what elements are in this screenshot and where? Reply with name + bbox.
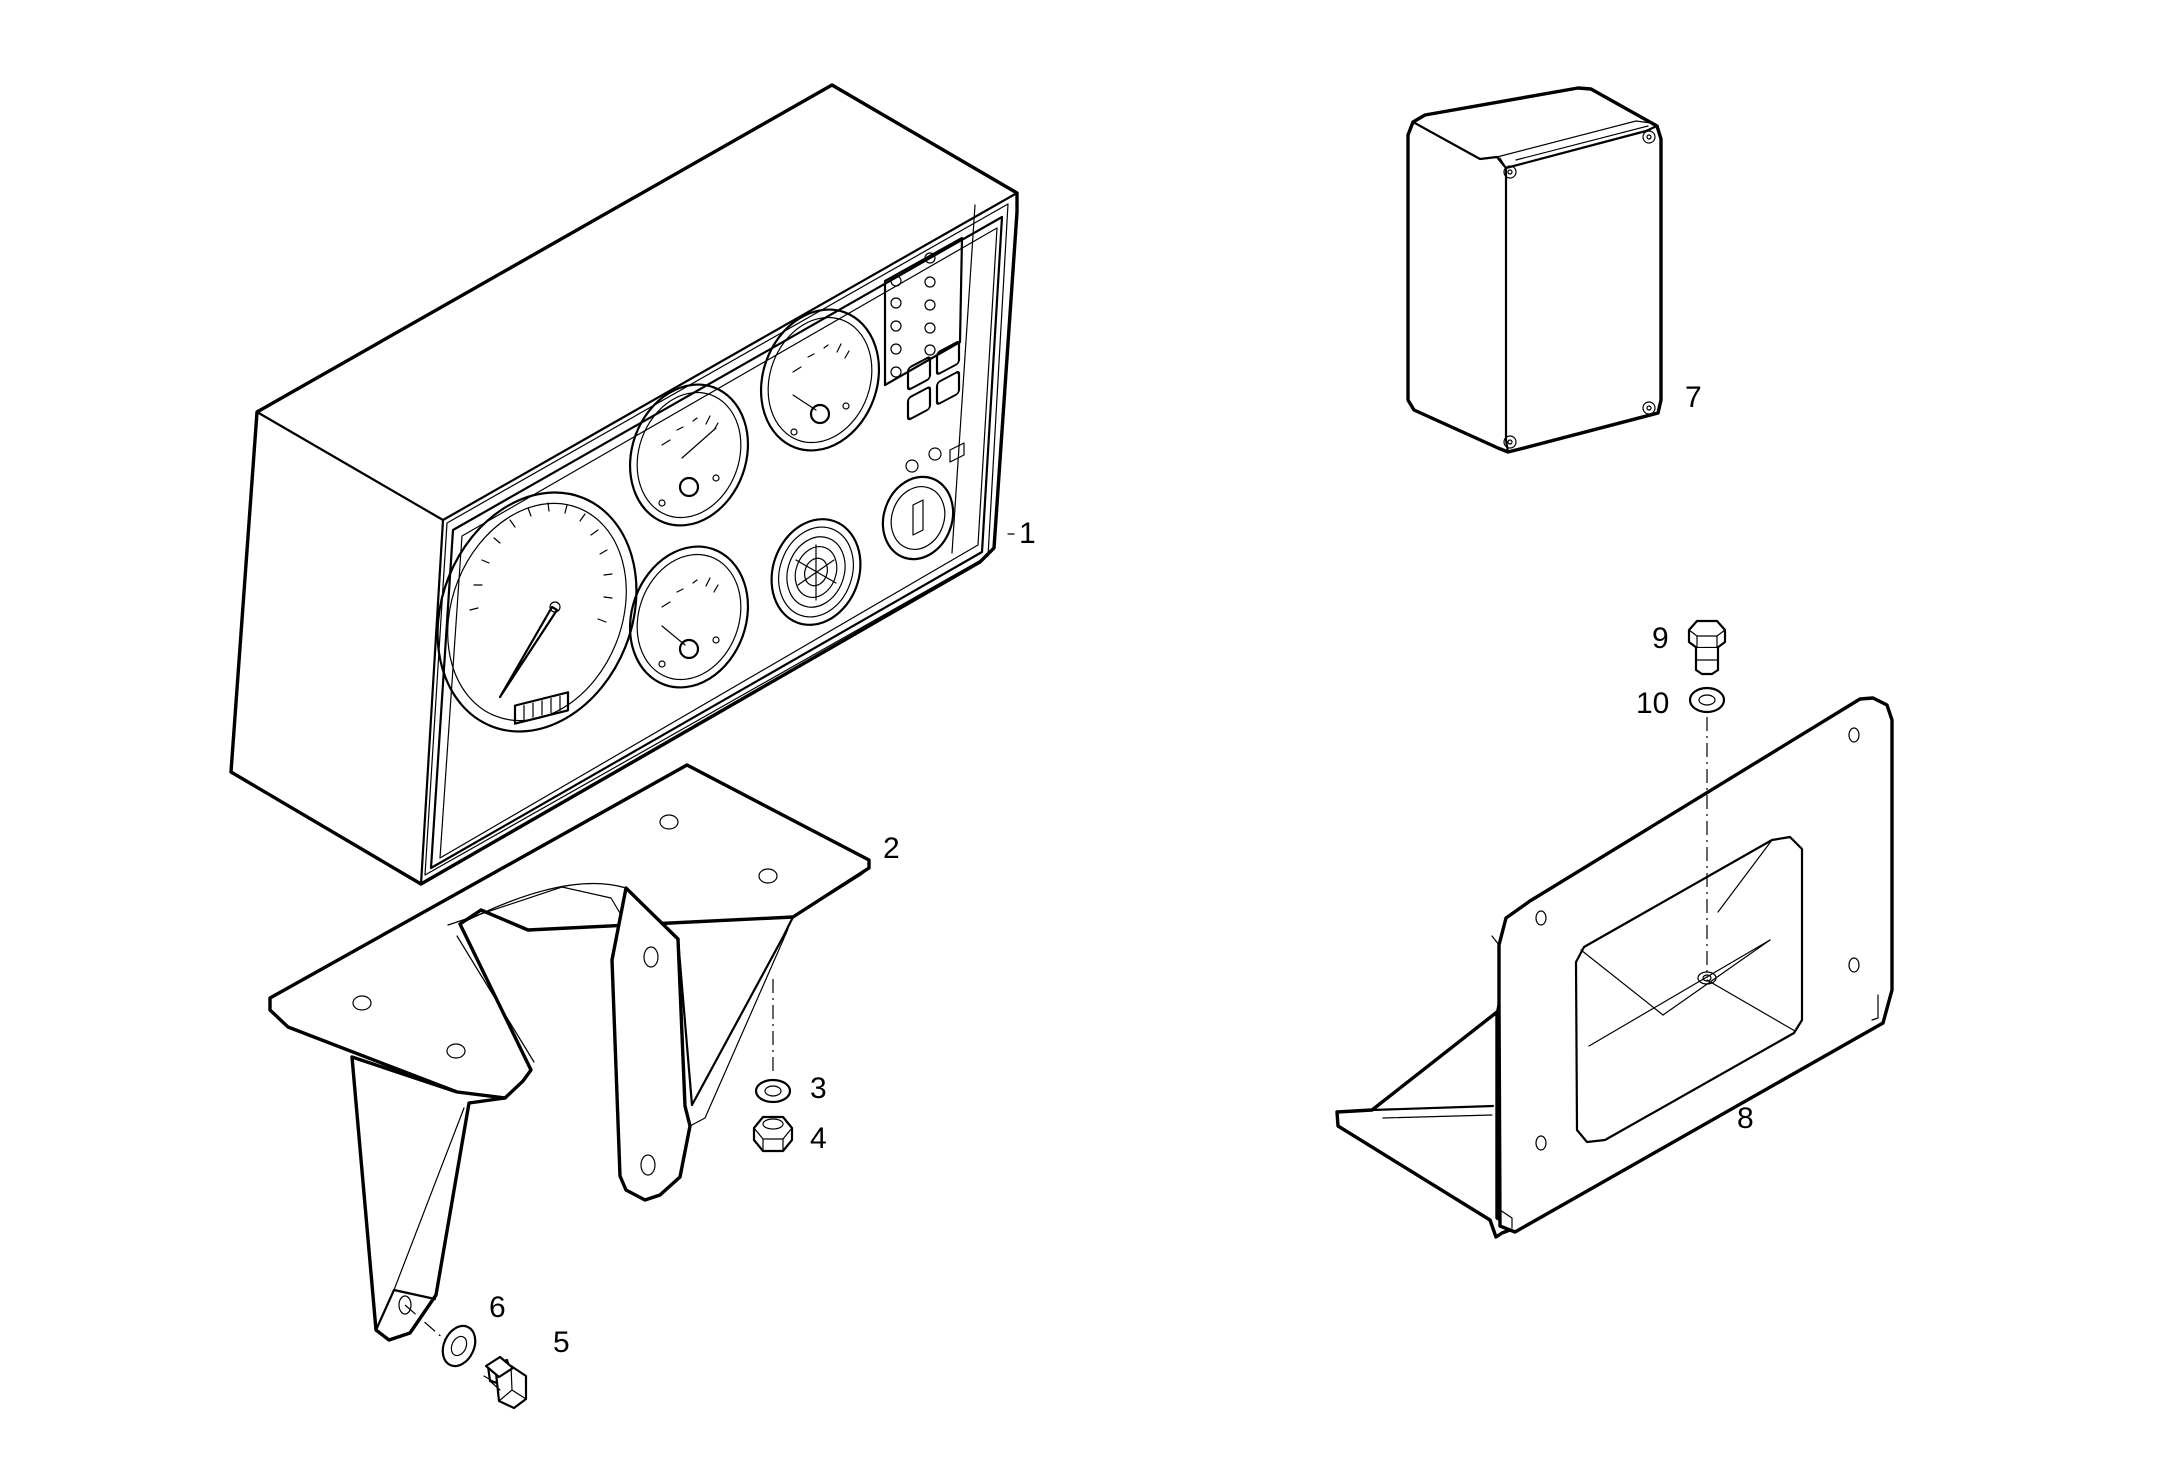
callout-3: 3 [810,1072,827,1105]
speedometer-gauge [436,491,638,733]
washer-3 [754,979,792,1104]
callout-10: 10 [1636,687,1670,720]
hex-bolt-9 [1687,619,1727,676]
washer-6 [404,1304,477,1368]
electrical-box [1406,86,1663,454]
callout-8: 8 [1737,1102,1754,1135]
panel-mounting-bracket [268,763,871,1342]
buzzer-grill [770,518,862,626]
hex-nut-4 [752,1115,794,1153]
callout-7: 7 [1685,381,1702,414]
washer-10 [1688,686,1726,978]
warning-light-strip [883,236,964,387]
ignition-switch [881,475,955,561]
box-mounting-bracket [1335,696,1894,1239]
square-switches [905,341,965,473]
callout-9: 9 [1652,622,1669,655]
gauge-upper-left [628,383,750,527]
callout-5: 5 [553,1326,570,1359]
callout-1: 1 [1019,517,1036,550]
gauge-lower-left [628,545,750,689]
gauge-upper-right [759,308,881,452]
callout-6: 6 [489,1291,506,1324]
hex-bolt-5 [483,1355,528,1410]
callout-2: 2 [883,832,900,865]
callout-4: 4 [810,1122,827,1155]
instrument-panel [229,83,1019,886]
